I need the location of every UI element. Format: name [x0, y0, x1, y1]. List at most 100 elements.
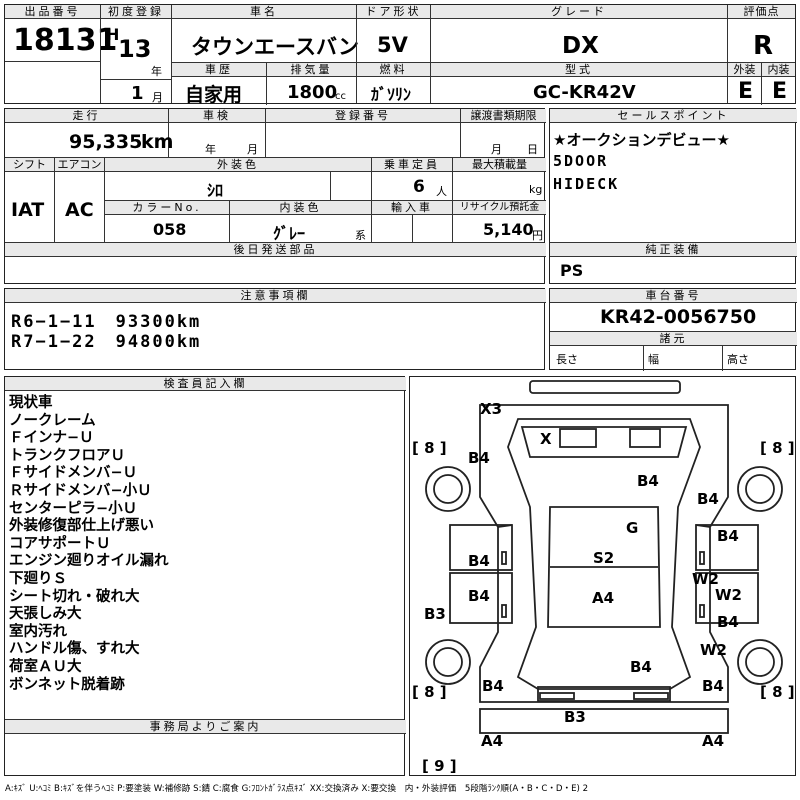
year-unit: 年 — [151, 65, 162, 78]
sales-line-1: ★オークションデビュー★ — [553, 131, 730, 149]
damage-mark: B4 — [468, 552, 490, 570]
divider — [550, 331, 795, 332]
top-section: 出品番号 18131 初度登録 H 13 年 1 月 車名 タウンエースバン 車… — [4, 4, 796, 106]
damage-mark: B3 — [424, 605, 446, 623]
transfer-month-unit: 月 — [491, 143, 502, 156]
divider — [412, 215, 413, 242]
wheel-rear-left — [425, 639, 471, 685]
damage-mark: S2 — [593, 549, 615, 567]
import-label: 輸入車 — [372, 201, 452, 215]
divider — [727, 5, 728, 103]
grade: DX — [562, 33, 599, 59]
divider — [54, 158, 55, 242]
wheel-rear-right — [737, 639, 783, 685]
divider — [100, 5, 101, 103]
divider — [643, 346, 644, 371]
hub — [433, 474, 463, 504]
divider — [722, 346, 723, 371]
air-conditioner: AC — [65, 199, 94, 221]
divider — [330, 172, 331, 200]
note-line: 室内汚れ — [9, 623, 67, 640]
inspector-notes: 現状車 ノークレーム Ｆインナ−Ｕ トランクフロアＵ Ｆサイドメンバ−Ｕ Ｒサイ… — [9, 395, 169, 694]
door-label: ドア形状 — [357, 5, 430, 19]
note-line: 天張しみ大 — [9, 606, 82, 623]
wiper-area — [559, 428, 597, 448]
divider — [5, 242, 544, 243]
colorno-label: カラーNo. — [105, 201, 229, 215]
tire-score-bracket: [ 8 ] — [412, 439, 447, 457]
damage-mark: B4 — [630, 658, 652, 676]
spare-score-bracket: [ 9 ] — [422, 757, 457, 775]
panel-line — [497, 524, 513, 528]
caution-section: 注意事項欄 R6−1−11 93300km R7−1−22 94800km — [4, 288, 546, 370]
divider — [452, 158, 453, 200]
inspection-label: 車検 — [169, 109, 265, 123]
equipment: PS — [560, 261, 584, 280]
ac-label: エアコン — [55, 158, 104, 172]
damage-mark: A4 — [481, 732, 504, 750]
rear-lamp-left — [539, 692, 575, 700]
mirror-area — [629, 428, 661, 448]
divider — [5, 719, 404, 720]
door-type: 5V — [377, 33, 408, 57]
transfer-day-unit: 日 — [527, 143, 538, 156]
damage-mark: B4 — [702, 677, 724, 695]
note-line: ノークレーム — [9, 412, 96, 429]
inspection-year-unit: 年 — [205, 143, 216, 156]
handle — [699, 604, 705, 618]
note-line: コアサポートＵ — [9, 535, 111, 552]
handle — [699, 551, 705, 565]
model-label: 型式 — [431, 63, 727, 77]
divider — [5, 157, 544, 158]
int-grade: E — [772, 79, 788, 104]
car-diagram — [425, 380, 783, 734]
damage-mark: A4 — [702, 732, 725, 750]
capacity: 6 — [413, 177, 425, 197]
vehicle-info-section: 走行 車検 登録番号 譲渡書類期限 95,335 km 年 月 月 日 シフト … — [4, 108, 546, 284]
era: H — [106, 25, 120, 44]
note-line: シート切れ・破れ大 — [9, 588, 140, 605]
damage-mark: W2 — [692, 570, 719, 588]
handle — [501, 551, 507, 565]
maxload-label: 最大積載量 — [453, 158, 546, 172]
tire-score-bracket: [ 8 ] — [412, 683, 447, 701]
reg-number-label: 登録番号 — [266, 109, 460, 123]
note-line: ハンドル傷、すれ大 — [9, 641, 140, 658]
divider — [550, 242, 795, 243]
model-code: GC-KR42V — [533, 82, 636, 103]
lot-no: 18131 — [13, 23, 118, 58]
divider — [229, 201, 230, 242]
recycle-label: リサイクル預託金 — [453, 201, 546, 215]
interior-unit: 系 — [355, 229, 366, 242]
rear-lamp-right — [633, 692, 669, 700]
damage-mark: W2 — [700, 641, 727, 659]
divider — [105, 200, 546, 201]
mileage-unit: km — [141, 131, 174, 153]
note-line: Ｆサイドメンバ−Ｕ — [9, 465, 138, 482]
chassis-label: 車台番号 — [550, 289, 797, 303]
month-unit: 月 — [152, 91, 163, 104]
note-line: Ｒサイドメンバ−小Ｕ — [9, 482, 152, 499]
capacity-label: 乗車定員 — [372, 158, 452, 172]
note-line: トランクフロアＵ — [9, 447, 125, 464]
divider — [104, 158, 105, 242]
shift-label: シフト — [5, 158, 54, 172]
chassis-section: 車台番号 KR42-0056750 諸元 長さ 幅 高さ — [549, 288, 797, 371]
interior-color: ｸﾞﾚｰ — [273, 224, 306, 243]
displacement-label: 排気量 — [267, 63, 356, 77]
equipment-label: 純正装備 — [550, 243, 797, 257]
rear-bumper — [479, 708, 729, 734]
note-line: Ｆインナ−Ｕ — [9, 430, 94, 447]
spec-label: 諸元 — [550, 332, 797, 346]
damage-mark: B4 — [717, 613, 739, 631]
score: R — [753, 31, 774, 61]
hub — [433, 647, 463, 677]
height-label: 高さ — [727, 353, 749, 366]
damage-mark: B3 — [564, 708, 586, 726]
left-door-rear — [449, 572, 513, 624]
damage-mark: B4 — [717, 527, 739, 545]
caution-label: 注意事項欄 — [5, 289, 546, 303]
mileage-label: 走行 — [5, 109, 168, 123]
divider — [761, 63, 762, 105]
note-line: センターピラ−小Ｕ — [9, 500, 138, 517]
